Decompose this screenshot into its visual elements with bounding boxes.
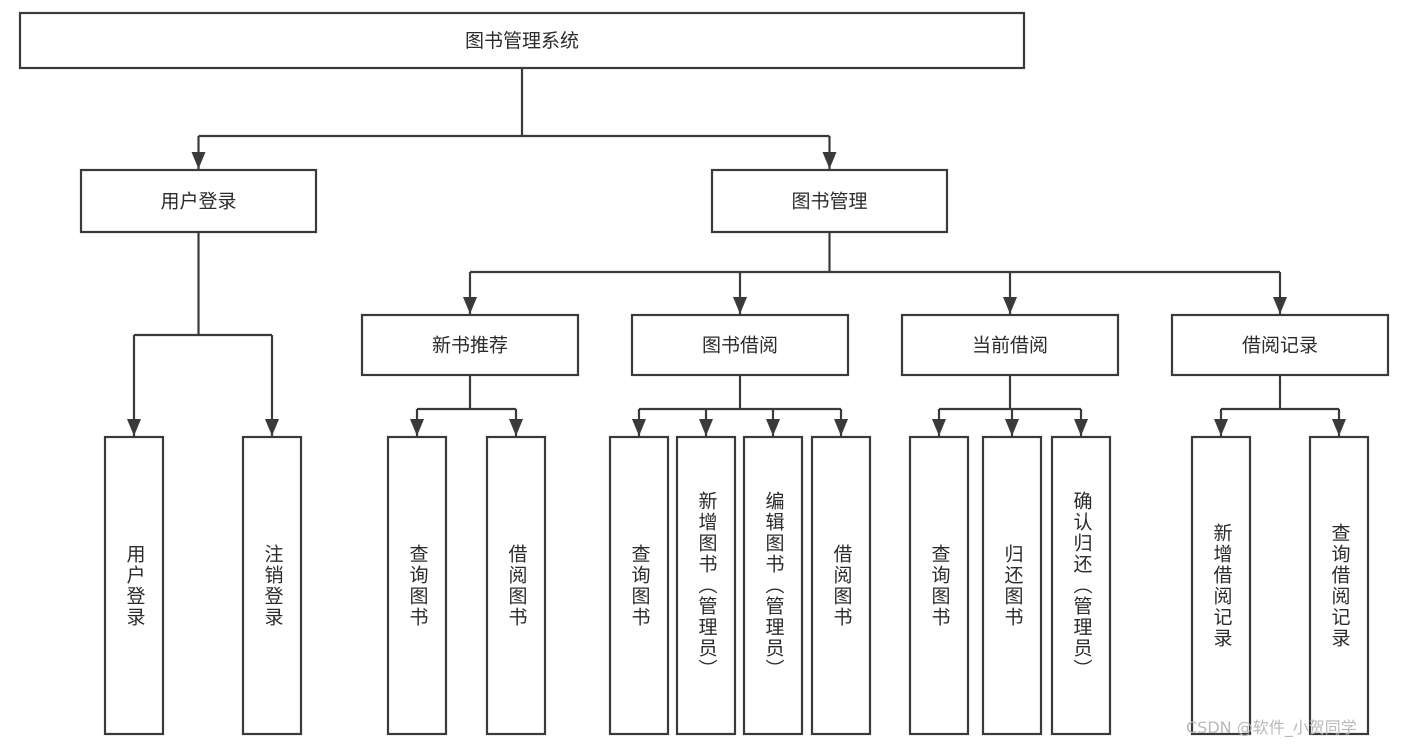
arrow-head-icon bbox=[265, 419, 279, 436]
leaf-node-box[interactable] bbox=[485, 435, 547, 736]
root-node-label: 图书管理系统 bbox=[465, 30, 579, 52]
arrow-head-icon bbox=[127, 419, 141, 436]
level2-node-label: 新书推荐 bbox=[432, 335, 508, 357]
level1-node-label: 图书管理 bbox=[791, 191, 867, 213]
arrow-head-icon bbox=[1332, 419, 1346, 436]
level1-node-label: 用户登录 bbox=[160, 191, 236, 213]
arrow-head-icon bbox=[463, 297, 477, 314]
leaf-node-box[interactable] bbox=[386, 435, 448, 736]
arrow-head-icon bbox=[822, 152, 837, 169]
arrow-head-icon bbox=[1273, 297, 1287, 314]
leaf-node-box[interactable] bbox=[1308, 435, 1370, 736]
level2-node-box[interactable] bbox=[630, 313, 850, 377]
leaf-node-box[interactable] bbox=[1190, 435, 1252, 736]
arrow-head-icon bbox=[1214, 419, 1228, 436]
arrow-head-icon bbox=[509, 419, 523, 436]
leaf-node-box[interactable] bbox=[742, 435, 804, 736]
level2-node-label: 当前借阅 bbox=[972, 335, 1048, 357]
arrow-head-icon bbox=[733, 297, 747, 314]
node-box-layer bbox=[18, 11, 1390, 736]
arrow-head-icon bbox=[1005, 419, 1019, 436]
leaf-node-box[interactable] bbox=[981, 435, 1043, 736]
level1-node-box[interactable] bbox=[79, 168, 318, 234]
level1-node-box[interactable] bbox=[710, 168, 949, 234]
arrow-head-icon bbox=[1074, 419, 1088, 436]
leaf-node-box[interactable] bbox=[1050, 435, 1112, 736]
watermark-text: CSDN @软件_小贺同学 bbox=[1186, 718, 1357, 737]
arrow-head-icon bbox=[834, 419, 848, 436]
leaf-node-box[interactable] bbox=[675, 435, 737, 736]
connector-layer bbox=[127, 68, 1346, 436]
level2-node-label: 借阅记录 bbox=[1242, 335, 1318, 357]
leaf-node-box[interactable] bbox=[103, 435, 165, 736]
leaf-node-box[interactable] bbox=[241, 435, 303, 736]
arrow-head-icon bbox=[1003, 297, 1017, 314]
arrow-head-icon bbox=[932, 419, 946, 436]
leaf-node-box[interactable] bbox=[908, 435, 970, 736]
level2-node-box[interactable] bbox=[360, 313, 580, 377]
level2-node-box[interactable] bbox=[900, 313, 1120, 377]
arrow-head-icon bbox=[191, 152, 206, 169]
arrow-head-icon bbox=[632, 419, 646, 436]
root-node-box[interactable] bbox=[18, 11, 1026, 70]
arrow-head-icon bbox=[699, 419, 713, 436]
level2-node-label: 图书借阅 bbox=[702, 335, 778, 357]
arrow-head-icon bbox=[410, 419, 424, 436]
level2-node-box[interactable] bbox=[1170, 313, 1390, 377]
arrow-head-icon bbox=[766, 419, 780, 436]
leaf-node-box[interactable] bbox=[810, 435, 872, 736]
leaf-node-box[interactable] bbox=[608, 435, 670, 736]
